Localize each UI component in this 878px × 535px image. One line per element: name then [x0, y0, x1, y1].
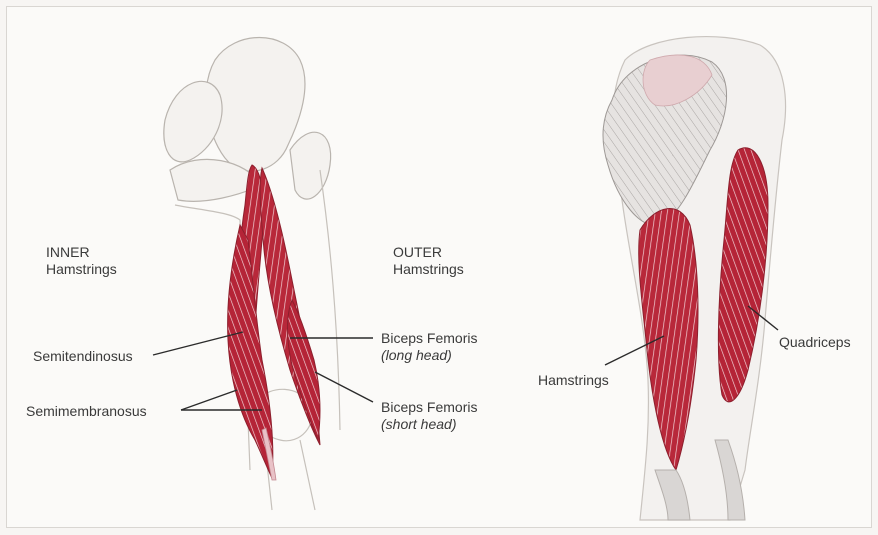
- label-biceps-short-name: Biceps Femoris: [381, 399, 477, 416]
- label-outer-hamstrings: OUTER Hamstrings: [393, 244, 464, 278]
- label-biceps-femoris-short: Biceps Femoris (short head): [381, 399, 477, 433]
- label-inner-line2: Hamstrings: [46, 261, 117, 278]
- left-hamstring-muscles: [228, 165, 320, 480]
- leader-biceps-short: [315, 372, 373, 402]
- left-pelvis-bone: [164, 38, 331, 202]
- label-biceps-short-detail: (short head): [381, 416, 477, 433]
- label-inner-line1: INNER: [46, 244, 117, 261]
- label-outer-line2: Hamstrings: [393, 261, 464, 278]
- label-hamstrings-right: Hamstrings: [538, 372, 609, 389]
- label-quadriceps: Quadriceps: [779, 334, 851, 351]
- label-outer-line1: OUTER: [393, 244, 464, 261]
- label-biceps-long-detail: (long head): [381, 347, 477, 364]
- label-inner-hamstrings: INNER Hamstrings: [46, 244, 117, 278]
- label-biceps-femoris-long: Biceps Femoris (long head): [381, 330, 477, 364]
- label-semimembranosus: Semimembranosus: [26, 403, 147, 420]
- leader-semimembranosus-upper: [181, 390, 237, 410]
- label-semitendinosus: Semitendinosus: [33, 348, 133, 365]
- label-biceps-long-name: Biceps Femoris: [381, 330, 477, 347]
